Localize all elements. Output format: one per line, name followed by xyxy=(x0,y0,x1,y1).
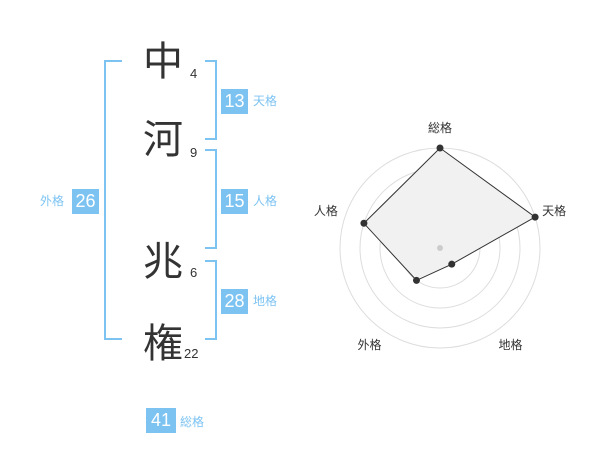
ten-label: 天格 xyxy=(253,94,278,108)
radar-label: 人格 xyxy=(314,203,338,218)
radar-label: 地格 xyxy=(499,337,523,352)
chi-value-badge: 28 xyxy=(221,289,248,314)
radar-point xyxy=(531,213,539,221)
sou-value-badge: 41 xyxy=(146,408,176,433)
ten-bracket xyxy=(205,60,217,140)
stroke-count-3: 6 xyxy=(190,265,198,280)
name-char-2: 河 xyxy=(143,117,183,163)
radar-point xyxy=(448,260,456,268)
radar-label: 外格 xyxy=(357,337,381,352)
radar-label: 天格 xyxy=(542,203,566,218)
radar-area xyxy=(363,147,537,282)
chi-bracket xyxy=(205,260,217,340)
gai-label: 外格 xyxy=(40,194,65,208)
stroke-count-2: 9 xyxy=(190,145,198,160)
stroke-count-4: 22 xyxy=(184,346,199,361)
radar-label: 総格 xyxy=(428,120,452,135)
jin-value-badge: 15 xyxy=(221,189,248,214)
gai-value-badge: 26 xyxy=(72,189,99,214)
name-char-4: 権 xyxy=(143,321,183,367)
jin-label: 人格 xyxy=(253,194,278,208)
ten-value-badge: 13 xyxy=(221,89,248,114)
jin-bracket xyxy=(205,149,217,249)
radar-point xyxy=(412,276,420,284)
radar-point xyxy=(360,219,368,227)
stroke-count-1: 4 xyxy=(190,66,198,81)
chi-label: 地格 xyxy=(253,294,278,308)
name-char-3: 兆 xyxy=(143,239,183,285)
outer-bracket xyxy=(104,60,122,340)
radar-center-dot xyxy=(437,245,443,251)
name-char-1: 中 xyxy=(143,39,183,85)
radar-point xyxy=(436,144,444,152)
sou-label: 総格 xyxy=(180,415,205,429)
